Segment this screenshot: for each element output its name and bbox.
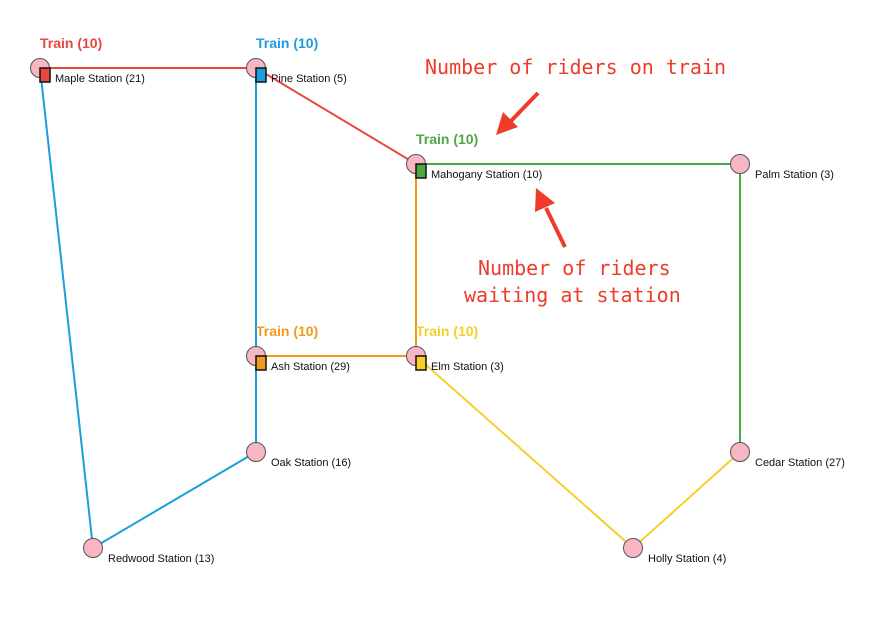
annotation-station-riders-line2: waiting at station — [464, 283, 681, 307]
train-label-green: Train (10) — [416, 131, 478, 147]
station-node-holly[interactable] — [623, 538, 643, 558]
annotation-station-riders-line1: Number of riders — [478, 256, 671, 280]
train-marker-red[interactable] — [39, 67, 51, 83]
train-marker-blue[interactable] — [255, 67, 267, 83]
train-label-red: Train (10) — [40, 35, 102, 51]
station-label-palm: Palm Station (3) — [755, 169, 834, 181]
station-node-palm[interactable] — [730, 154, 750, 174]
rail-lines — [39, 67, 741, 550]
station-label-maple: Maple Station (21) — [55, 73, 145, 85]
station-node-oak[interactable] — [246, 442, 266, 462]
station-label-mahogany: Mahogany Station (10) — [431, 169, 542, 181]
station-node-cedar[interactable] — [730, 442, 750, 462]
rail-line-yellow — [415, 355, 741, 550]
station-label-pine: Pine Station (5) — [271, 73, 347, 85]
arrow-to-train-label — [496, 91, 540, 135]
train-label-orange: Train (10) — [256, 323, 318, 339]
station-label-holly: Holly Station (4) — [648, 553, 726, 565]
train-markers: Train (10) Train (10) Train (10) Train (10)… — [39, 35, 478, 371]
station-label-oak: Oak Station (16) — [271, 457, 351, 469]
arrow-to-station-label — [535, 188, 567, 248]
rail-line-blue — [39, 67, 257, 550]
train-label-blue: Train (10) — [256, 35, 318, 51]
train-marker-yellow[interactable] — [415, 355, 427, 371]
station-labels: Maple Station (21) Pine Station (5) Mahoga… — [55, 73, 845, 565]
annotations: Number of riders on train Number of ride… — [425, 55, 726, 307]
station-nodes — [30, 58, 750, 558]
station-node-redwood[interactable] — [83, 538, 103, 558]
rail-line-green — [416, 163, 741, 452]
station-label-cedar: Cedar Station (27) — [755, 457, 845, 469]
train-marker-green[interactable] — [415, 163, 427, 179]
station-label-ash: Ash Station (29) — [271, 361, 350, 373]
annotation-train-riders: Number of riders on train — [425, 55, 726, 79]
station-label-elm: Elm Station (3) — [431, 361, 504, 373]
train-label-yellow: Train (10) — [416, 323, 478, 339]
train-marker-orange[interactable] — [255, 355, 267, 371]
station-label-redwood: Redwood Station (13) — [108, 553, 214, 565]
